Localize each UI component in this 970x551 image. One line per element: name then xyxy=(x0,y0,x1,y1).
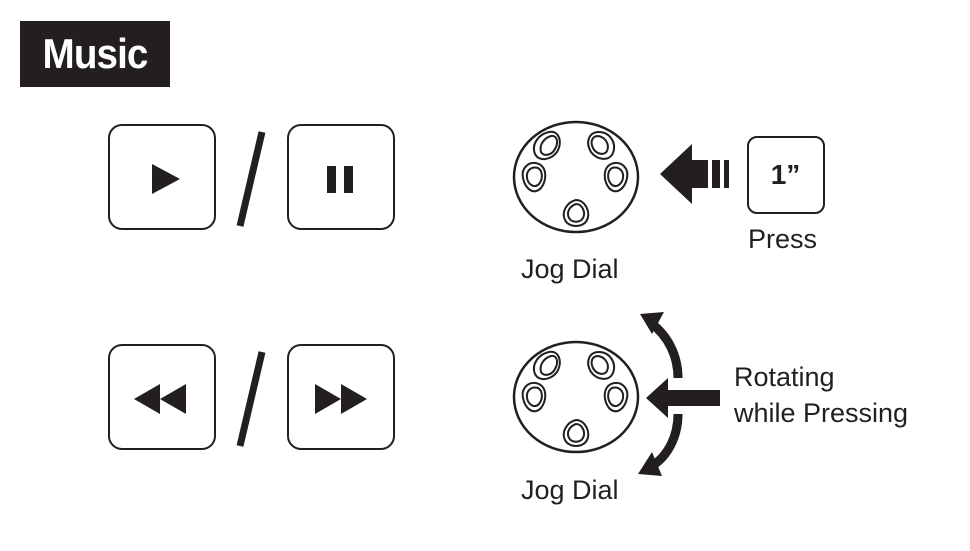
rewind-button[interactable] xyxy=(108,344,216,450)
section-title: Music xyxy=(42,30,149,77)
section-title-badge: Music xyxy=(20,21,170,87)
arrow-left-icon xyxy=(660,144,729,204)
fast-forward-button[interactable] xyxy=(287,344,395,450)
one-second-press-key: 1” xyxy=(747,136,825,214)
pause-icon xyxy=(327,166,353,193)
pause-button[interactable] xyxy=(287,124,395,230)
separator-slash xyxy=(236,131,266,227)
jog-dial-graphic xyxy=(512,120,640,234)
rewind-icon xyxy=(134,384,186,414)
arrow-left-icon xyxy=(646,378,720,418)
jog-dial-label: Jog Dial xyxy=(521,475,619,505)
press-caption: Press xyxy=(748,224,818,254)
fast-forward-icon xyxy=(315,384,367,414)
instruction-line-1: Rotating xyxy=(734,362,835,392)
key-duration-label: 1” xyxy=(770,158,801,190)
rotate-arrows-icon xyxy=(638,312,683,476)
separator-slash xyxy=(236,351,266,447)
instruction-line-2: while Pressing xyxy=(734,398,909,428)
jog-dial-graphic xyxy=(512,340,640,454)
play-button[interactable] xyxy=(108,124,216,230)
jog-dial-label: Jog Dial xyxy=(521,254,619,284)
play-icon xyxy=(152,164,180,194)
